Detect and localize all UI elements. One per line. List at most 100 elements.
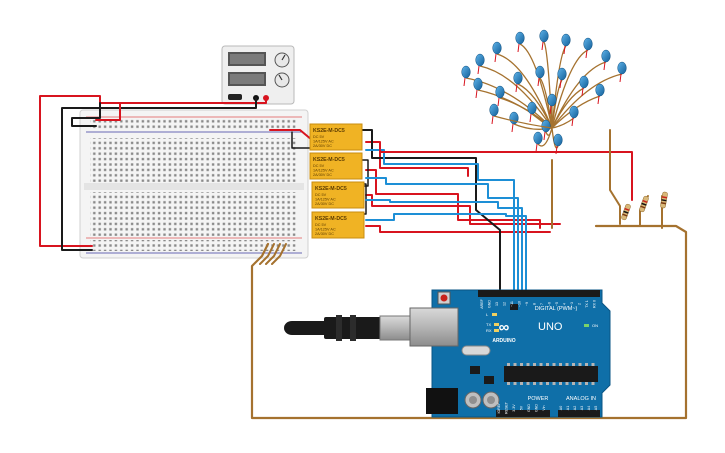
analog-header[interactable] bbox=[558, 410, 600, 417]
led-body bbox=[557, 67, 567, 81]
dc-power-jack[interactable] bbox=[426, 388, 458, 414]
power-switch[interactable] bbox=[228, 94, 242, 100]
led-lead-red bbox=[537, 77, 540, 87]
led-label-l: L bbox=[486, 312, 489, 317]
led-19[interactable] bbox=[547, 93, 557, 128]
led-lead-red bbox=[511, 123, 514, 133]
arduino-logo-icon: ∞ bbox=[499, 319, 510, 336]
svg-text:DC 5V: DC 5V bbox=[313, 135, 325, 139]
lower-terminal-strip[interactable] bbox=[90, 192, 298, 236]
blue-wire-pin13[interactable] bbox=[365, 149, 515, 291]
svg-text:2A/30V DC: 2A/30V DC bbox=[315, 202, 334, 206]
black-wire-rail-jumper[interactable] bbox=[71, 102, 101, 127]
relay-3[interactable]: KS2E-M-DC5 DC 5V 1A/125V AC 2A/30V DC bbox=[311, 181, 365, 209]
chip-pin bbox=[572, 363, 575, 366]
led-body bbox=[553, 133, 563, 147]
bottom-power-rail[interactable] bbox=[90, 240, 298, 251]
led-22[interactable] bbox=[551, 127, 563, 155]
upper-terminal-strip[interactable] bbox=[90, 138, 298, 182]
chip-pin bbox=[572, 382, 575, 385]
led-lead-red bbox=[619, 73, 622, 83]
resistor-1[interactable] bbox=[621, 203, 631, 221]
digital-header[interactable] bbox=[478, 290, 600, 297]
chip-pin bbox=[539, 382, 543, 385]
pin-label: A1 bbox=[566, 406, 570, 410]
chip-pin bbox=[565, 363, 569, 366]
blue-wire-pin10[interactable] bbox=[365, 213, 527, 291]
led-16[interactable] bbox=[551, 83, 605, 129]
led-9[interactable] bbox=[551, 61, 627, 129]
led-2[interactable] bbox=[475, 53, 553, 129]
power-supply[interactable] bbox=[221, 45, 295, 105]
led-15[interactable] bbox=[551, 75, 589, 129]
chip-pin bbox=[513, 363, 517, 366]
reset-button[interactable] bbox=[440, 294, 448, 302]
chip-pin bbox=[591, 363, 595, 366]
analog-label: ANALOG IN bbox=[566, 396, 596, 402]
led-5[interactable] bbox=[539, 29, 553, 129]
led-24[interactable] bbox=[489, 103, 553, 129]
red-wire-rail-jumper[interactable] bbox=[95, 102, 121, 121]
pin-label: A4 bbox=[587, 406, 591, 410]
blue-wire-pin12[interactable] bbox=[365, 177, 519, 291]
blue-wire-pin11[interactable] bbox=[365, 199, 523, 291]
svg-text:1A/125V AC: 1A/125V AC bbox=[315, 228, 336, 232]
pin-label: GND bbox=[488, 300, 492, 308]
led-lead bbox=[545, 127, 553, 136]
svg-text:1A/125V AC: 1A/125V AC bbox=[313, 169, 334, 173]
pin-label: IOREF bbox=[497, 402, 501, 414]
svg-text:DC 5V: DC 5V bbox=[313, 164, 325, 168]
chip-pin bbox=[559, 382, 562, 385]
led-body bbox=[473, 77, 483, 91]
chip-pin bbox=[591, 382, 595, 385]
led-23[interactable] bbox=[541, 119, 553, 141]
led-lead-red bbox=[543, 131, 546, 141]
red-wire-relay1[interactable] bbox=[269, 129, 313, 141]
usb-port[interactable] bbox=[409, 307, 459, 347]
relay-4[interactable]: KS2E-M-DC5 DC 5V 1A/125V AC 2A/30V DC bbox=[311, 211, 365, 239]
led-lead bbox=[551, 49, 589, 129]
led-lead-red bbox=[535, 143, 538, 153]
black-wire-supply-loop[interactable] bbox=[61, 97, 257, 251]
chip-pin bbox=[533, 382, 536, 385]
chip-pin bbox=[552, 363, 556, 366]
resistor-2[interactable] bbox=[639, 195, 649, 213]
chip-pin bbox=[552, 382, 556, 385]
chip-pin bbox=[585, 363, 588, 366]
chip-pin bbox=[520, 382, 523, 385]
led-7[interactable] bbox=[551, 37, 593, 129]
led-body bbox=[527, 101, 537, 115]
led-13[interactable] bbox=[535, 65, 553, 129]
pin-label: ~6 bbox=[548, 302, 552, 306]
brown-wire-loop[interactable] bbox=[250, 224, 688, 420]
breadboard[interactable] bbox=[79, 109, 309, 259]
top-power-rail[interactable] bbox=[90, 119, 298, 130]
chip-pin bbox=[507, 363, 510, 366]
led-body bbox=[617, 61, 627, 75]
led-body bbox=[579, 75, 589, 89]
red-wire-supply-loop[interactable] bbox=[39, 95, 267, 247]
resistor-3[interactable] bbox=[660, 191, 668, 209]
usb-cable[interactable] bbox=[284, 315, 411, 341]
led-lead-red bbox=[517, 43, 520, 53]
led-body bbox=[475, 53, 485, 67]
pin-label: 7 bbox=[540, 303, 544, 305]
led-14[interactable] bbox=[551, 67, 567, 129]
pin-label: ~5 bbox=[555, 302, 559, 306]
svg-text:1A/125V AC: 1A/125V AC bbox=[315, 198, 336, 202]
svg-text:DC 5V: DC 5V bbox=[315, 223, 327, 227]
relay-2[interactable]: KS2E-M-DC5 DC 5V 1A/125V AC 2A/30V DC bbox=[309, 152, 363, 180]
black-wire-relay1[interactable] bbox=[291, 131, 311, 149]
relay-1[interactable]: KS2E-M-DC5 DC 5V 1A/125V AC 2A/30V DC bbox=[309, 123, 363, 151]
led-body bbox=[513, 71, 523, 85]
led-label-tx: TX bbox=[486, 322, 491, 327]
svg-text:2A/30V DC: 2A/30V DC bbox=[313, 144, 332, 148]
led-20[interactable] bbox=[551, 105, 579, 129]
led-body bbox=[547, 93, 557, 107]
led-21[interactable] bbox=[533, 127, 553, 153]
black-wire-gnd[interactable] bbox=[359, 129, 501, 291]
power-header[interactable] bbox=[496, 410, 550, 417]
led-3[interactable] bbox=[492, 41, 553, 129]
led-body bbox=[489, 103, 499, 117]
